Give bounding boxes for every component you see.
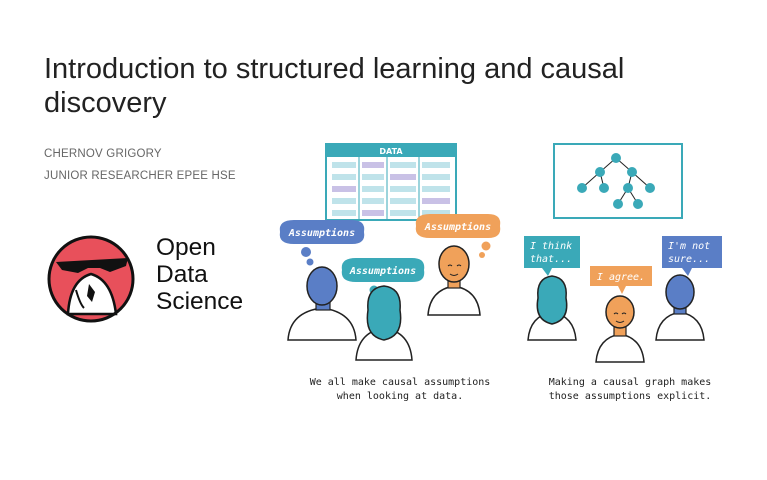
author-name: CHERNOV GRIGORY bbox=[44, 148, 162, 160]
speech-bubble-not-sure: I'm not sure... bbox=[662, 236, 722, 276]
svg-text:Assumptions: Assumptions bbox=[288, 227, 355, 239]
person-blue-icon bbox=[287, 266, 357, 341]
person-teal-right-icon bbox=[527, 275, 577, 341]
data-table-header: DATA bbox=[379, 147, 403, 156]
logo-line-data: Data bbox=[156, 261, 208, 288]
right-caption: Making a causal graph makes those assump… bbox=[548, 377, 712, 402]
speech-bubble-i-think: I think that... bbox=[524, 236, 580, 276]
causal-graph-screen-icon bbox=[553, 143, 683, 219]
svg-text:that...: that... bbox=[530, 254, 572, 265]
person-orange-icon bbox=[427, 245, 481, 316]
person-teal-icon bbox=[355, 285, 413, 361]
svg-text:I agree.: I agree. bbox=[597, 272, 645, 283]
causal-graph-illustration: I think that... I agree. I'm not sure... bbox=[524, 143, 722, 363]
person-blue-right-icon bbox=[655, 274, 705, 341]
assumption-bubble-3: Assumptions bbox=[415, 214, 501, 258]
logo-line-open: Open bbox=[156, 234, 216, 261]
svg-text:I think: I think bbox=[530, 241, 572, 252]
data-assumptions-illustration: DATA Assumptions Assumptions Assumptions bbox=[279, 143, 501, 361]
left-caption: We all make causal assumptions when look… bbox=[309, 377, 491, 402]
svg-text:sure...: sure... bbox=[668, 254, 710, 265]
logo-line-science: Science bbox=[156, 288, 244, 315]
svg-text:Assumptions: Assumptions bbox=[424, 221, 491, 233]
logo-wordmark: Open Data Science bbox=[156, 234, 243, 315]
author-position: JUNIOR RESEARCHER EPEE HSE bbox=[44, 170, 236, 182]
speech-bubble-i-agree: I agree. bbox=[590, 266, 652, 294]
data-table-icon: DATA bbox=[325, 143, 457, 221]
svg-text:Assumptions: Assumptions bbox=[349, 265, 416, 277]
person-orange-right-icon bbox=[595, 295, 645, 363]
ods-logo-icon bbox=[47, 235, 135, 323]
slide-title: Introduction to structured learning and … bbox=[44, 53, 625, 119]
svg-text:I'm not: I'm not bbox=[668, 241, 710, 252]
assumption-bubble-1: Assumptions bbox=[279, 220, 365, 266]
